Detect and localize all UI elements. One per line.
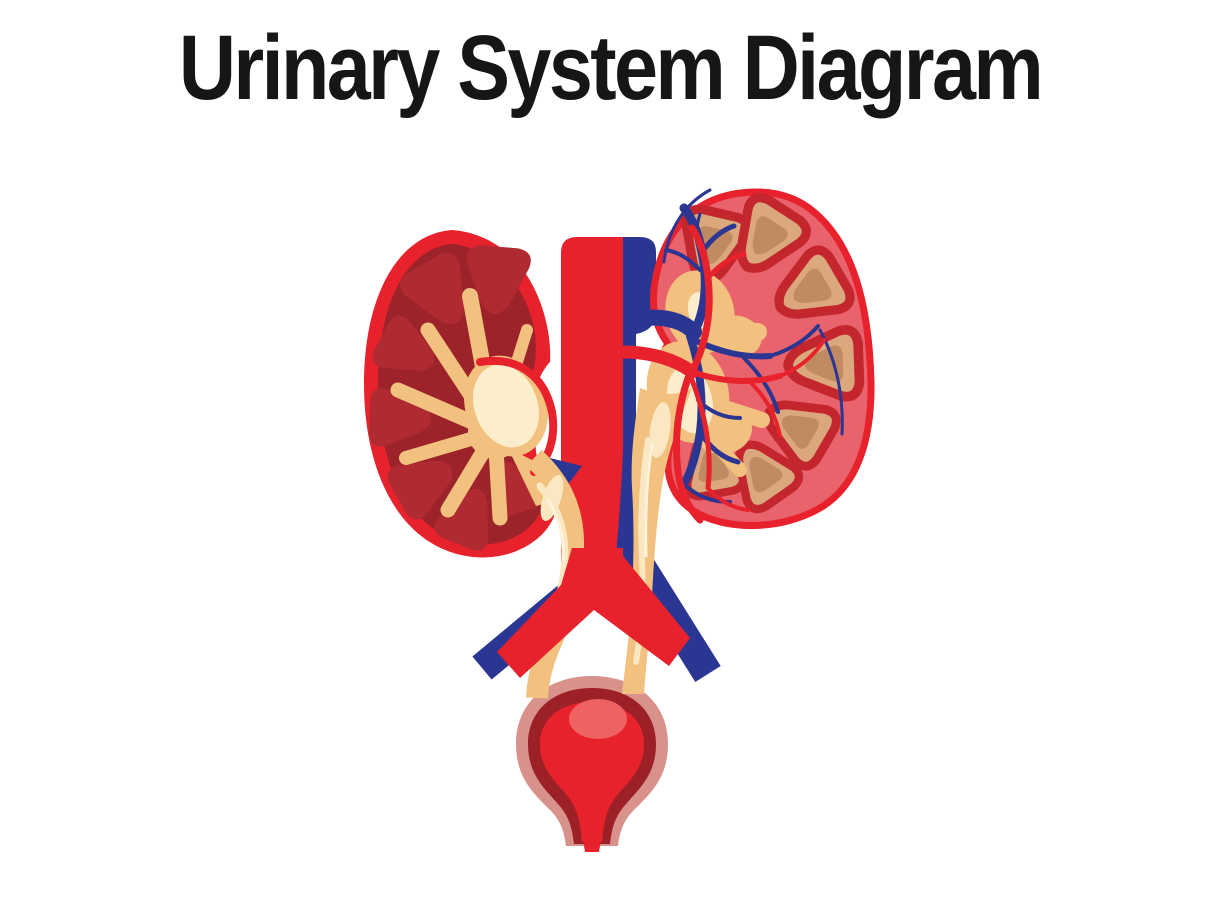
page-title: Urinary System Diagram: [178, 17, 1044, 119]
left-kidney-cross-section: [364, 230, 582, 558]
bladder-highlight: [569, 699, 627, 739]
ureter-highlight: [649, 402, 671, 458]
common-iliac-arteries: [497, 548, 690, 678]
urinary-bladder: [516, 676, 668, 852]
renal-artery-branches: [615, 224, 826, 524]
urethra: [583, 840, 601, 852]
abdominal-aorta: [561, 237, 623, 585]
bladder-cavity: [540, 702, 644, 842]
